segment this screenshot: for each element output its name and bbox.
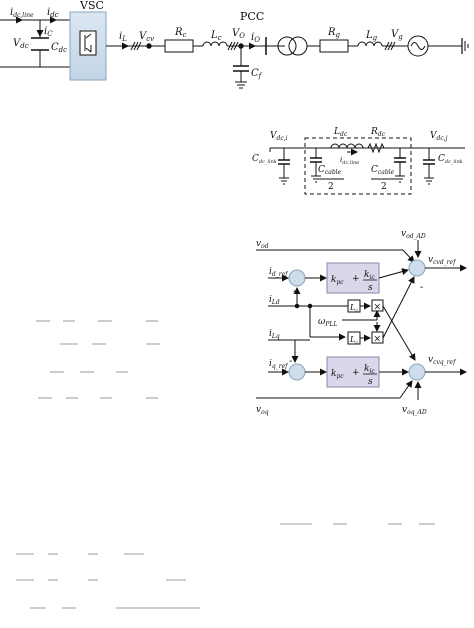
minus-sign-vd: -: [420, 282, 423, 293]
i-dc-label: idc: [47, 7, 59, 19]
resistor-rg: [319, 39, 349, 53]
resistor-rc: [164, 39, 194, 53]
pi-d-plus: +: [352, 274, 360, 284]
sum-junction-vq: [408, 363, 426, 381]
c-cable-left-label: Ccable: [318, 165, 342, 176]
pi-q-s: s: [368, 377, 373, 387]
v-dc-j-label: Vdc,j: [430, 131, 448, 142]
i-q-ref-label: iq_ref: [269, 359, 289, 370]
pi-d-s: s: [368, 283, 373, 293]
i-lq-label: iLq: [269, 329, 280, 340]
i-l-label: iL: [119, 31, 127, 43]
pi-block-d: [326, 262, 380, 294]
c-cable-left-denominator: 2: [328, 182, 334, 192]
pcc-label: PCC: [240, 10, 264, 23]
current-controller-diagram: [256, 240, 467, 400]
multiply-upper-icon: ×: [374, 303, 382, 313]
sum-junction-vd: [408, 259, 426, 277]
c-dc-link-right-label: Cdc_link: [438, 154, 463, 165]
inductor-lg: [357, 41, 383, 47]
pi-block-q: [326, 356, 380, 388]
transformer-symbol: [277, 36, 297, 56]
r-dc-label: Rdc: [370, 127, 386, 138]
pi-q-kp: kpc: [331, 369, 344, 380]
v-o-label: VO: [232, 28, 245, 40]
cable-pi-model-box: [304, 137, 412, 195]
l-c-label: Lc: [210, 30, 222, 42]
cable-model-diagram: [269, 137, 465, 195]
pi-q-plus: +: [352, 368, 360, 378]
v-od-ad-label: vod_AD: [401, 229, 426, 240]
v-od-label: vod: [256, 239, 269, 250]
v-cv-label: Vcv: [139, 31, 154, 43]
minus-sign-d: -: [293, 286, 296, 297]
pi-d-kp: kpc: [331, 275, 344, 286]
lc-upper-label: Lc: [349, 303, 358, 314]
i-o-label: iO: [251, 32, 260, 44]
i-c-label: iC: [44, 26, 53, 38]
multiply-lower-icon: ×: [374, 335, 382, 345]
vsc-label: VSC: [79, 0, 104, 12]
cable-i-dc-line-label: idc,line: [340, 156, 359, 166]
c-f-label: Cf: [251, 68, 263, 80]
c-cable-right-label: Ccable: [371, 165, 395, 176]
inductor-lc: [202, 41, 228, 47]
omega-pll-label: ωPLL: [318, 317, 337, 328]
pi-d-ki: kic: [364, 270, 375, 281]
v-cvd-ref-label: vcvd_ref: [428, 255, 457, 266]
i-d-ref-label: id_ref: [269, 267, 289, 278]
v-oq-ad-label: voq_AD: [402, 405, 427, 416]
i-dc-line-label: idc,line: [10, 7, 34, 19]
c-cable-right-denominator: 2: [381, 182, 387, 192]
vsc-circuit-diagram: [0, 11, 469, 89]
igbt-switch-icon: [79, 30, 97, 56]
three-phase-marker: [130, 41, 142, 51]
v-dc-label: Vdc: [13, 38, 29, 50]
controller-labels: vod vod_AD id_ref iLd iLq ωPLL Lc Lc × ×…: [256, 229, 457, 416]
cable-resistor: [367, 142, 385, 154]
i-ld-label: iLd: [269, 295, 280, 306]
vsc-circuit-labels: VSC PCC idc,line Vdc idc iC Cdc iL Vcv R…: [10, 0, 403, 80]
v-dc-i-label: Vdc,i: [270, 131, 288, 142]
l-g-label: Lg: [365, 30, 378, 42]
v-oq-label: voq: [256, 405, 269, 416]
c-dc-label: Cdc: [51, 42, 67, 54]
pi-q-ki: kic: [364, 364, 375, 375]
v-cvq-ref-label: vcvq_ref: [428, 355, 457, 366]
sum-junction-d: [288, 269, 306, 287]
c-dc-link-left-label: Cdc_link: [252, 154, 277, 165]
lc-lower-label: Lc: [349, 335, 358, 346]
bleed-through-marks: [16, 320, 435, 609]
v-g-label: Vg: [391, 29, 403, 41]
minus-sign-q: -: [289, 356, 292, 367]
l-dc-label: Ldc: [333, 127, 348, 138]
cable-model-labels: Vdc,i Vdc,j Ldc Rdc idc,line Cdc_link Cd…: [252, 127, 463, 192]
r-g-label: Rg: [327, 27, 341, 39]
cable-inductor: [330, 143, 364, 149]
r-c-label: Rc: [174, 27, 187, 39]
